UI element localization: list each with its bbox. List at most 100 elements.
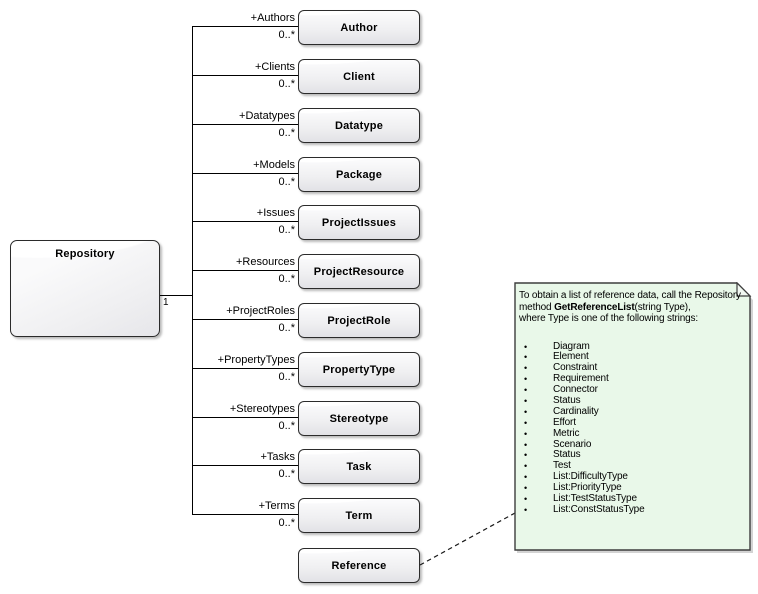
class-name: Repository	[55, 248, 115, 260]
note-box[interactable]: To obtain a list of reference data, call…	[514, 282, 754, 554]
multiplicity-label: 0..*	[278, 517, 295, 529]
class-name: PropertyType	[322, 363, 396, 376]
class-box-task[interactable]: Task	[298, 449, 420, 484]
relation-row-datatypes: +Datatypes 0..* Datatype	[192, 108, 424, 152]
bullet-dot: •	[524, 406, 528, 417]
class-box-reference[interactable]: Reference	[298, 548, 420, 583]
class-name: Author	[340, 21, 378, 34]
association-line	[192, 75, 299, 76]
class-box-author[interactable]: Author	[298, 10, 420, 45]
relation-row-resources: +Resources 0..* ProjectResource	[192, 254, 424, 298]
association-line	[192, 173, 299, 174]
note-link-dashed-line	[419, 512, 516, 566]
class-box-package[interactable]: Package	[298, 157, 420, 192]
class-name: Datatype	[334, 119, 384, 132]
class-name: Stereotype	[329, 412, 389, 425]
class-box-projectresource[interactable]: ProjectResource	[298, 254, 420, 289]
note-bullet-item: •List:DifficultyType	[519, 471, 747, 483]
relation-row-models: +Models 0..* Package	[192, 157, 424, 201]
class-name: Client	[343, 70, 375, 83]
note-bullet-item: •List:TestStatusType	[519, 493, 747, 505]
association-line	[192, 124, 299, 125]
relation-row-projectroles: +ProjectRoles 0..* ProjectRole	[192, 303, 424, 347]
class-name: ProjectResource	[313, 265, 405, 278]
note-bullet-item: •Element	[519, 351, 747, 363]
role-label: +ProjectRoles	[226, 305, 295, 317]
multiplicity-label: 0..*	[278, 420, 295, 432]
association-line	[192, 417, 299, 418]
note-text: To obtain a list of reference data, call…	[519, 290, 747, 516]
role-label: +PropertyTypes	[217, 354, 295, 366]
bullet-dot: •	[524, 385, 528, 396]
multiplicity-label: 0..*	[278, 127, 295, 139]
bullet-dot: •	[524, 395, 528, 406]
note-bullet-item: •Effort	[519, 417, 747, 429]
note-method-name: GetReferenceList	[554, 301, 635, 313]
multiplicity-label: 0..*	[278, 78, 295, 90]
bullet-dot: •	[524, 352, 528, 363]
bullet-dot: •	[524, 461, 528, 472]
note-bullet-item: •Cardinality	[519, 406, 747, 418]
relation-row-issues: +Issues 0..* ProjectIssues	[192, 205, 424, 249]
association-line	[192, 465, 299, 466]
bullet-dot: •	[524, 493, 528, 504]
bullet-dot: •	[524, 374, 528, 385]
class-box-propertytype[interactable]: PropertyType	[298, 352, 420, 387]
bullet-dot: •	[524, 341, 528, 352]
note-bullet-item: •Status	[519, 450, 747, 461]
multiplicity-label: 0..*	[278, 371, 295, 383]
role-label: +Resources	[235, 256, 295, 268]
multiplicity-label: 0..*	[278, 322, 295, 334]
note-bullet-item: •List:ConstStatusType	[519, 504, 747, 516]
bullet-dot: •	[524, 439, 528, 450]
role-label: +Issues	[256, 207, 295, 219]
note-bullet-list: •Diagram •Element •Constraint •Requireme…	[519, 341, 747, 516]
association-line	[192, 368, 299, 369]
role-label: +Authors	[250, 12, 295, 24]
note-bullet-item: •Test	[519, 460, 747, 472]
association-line	[192, 26, 299, 27]
role-label: +Datatypes	[239, 110, 295, 122]
bullet-dot: •	[524, 417, 528, 428]
note-bullet-item: •Constraint	[519, 362, 747, 374]
multiplicity-label-one: 1	[163, 297, 169, 308]
class-name: Package	[335, 168, 383, 181]
bullet-dot: •	[524, 428, 528, 439]
bullet-dot: •	[524, 483, 528, 494]
class-name: ProjectIssues	[321, 216, 397, 229]
role-label: +Terms	[258, 500, 295, 512]
note-bullet-item: •Scenario	[519, 439, 747, 451]
relation-row-terms: +Terms 0..* Term	[192, 498, 424, 542]
multiplicity-label: 0..*	[278, 224, 295, 236]
relation-row-stereotypes: +Stereotypes 0..* Stereotype	[192, 401, 424, 445]
note-paragraph: To obtain a list of reference data, call…	[519, 290, 741, 324]
bullet-dot: •	[524, 450, 528, 461]
class-box-term[interactable]: Term	[298, 498, 420, 533]
class-name: Reference	[331, 559, 387, 572]
class-box-stereotype[interactable]: Stereotype	[298, 401, 420, 436]
role-label: +Models	[253, 159, 295, 171]
class-box-repository[interactable]: Repository	[10, 240, 160, 337]
class-box-datatype[interactable]: Datatype	[298, 108, 420, 143]
multiplicity-label: 0..*	[278, 176, 295, 188]
bullet-dot: •	[524, 363, 528, 374]
class-box-projectissues[interactable]: ProjectIssues	[298, 205, 420, 240]
bullet-dot: •	[524, 472, 528, 483]
class-box-projectrole[interactable]: ProjectRole	[298, 303, 420, 338]
association-line	[192, 221, 299, 222]
note-bullet-item: •Status	[519, 395, 747, 407]
association-line	[192, 319, 299, 320]
role-label: +Clients	[254, 61, 295, 73]
class-name: Task	[346, 460, 372, 473]
relation-row-authors: +Authors 0..* Author	[192, 10, 424, 54]
association-line-repository	[160, 295, 192, 296]
association-line	[192, 270, 299, 271]
relation-row-clients: +Clients 0..* Client	[192, 59, 424, 103]
note-bullet-item: •Connector	[519, 384, 747, 396]
note-bullet-item: •Requirement	[519, 373, 747, 385]
class-box-client[interactable]: Client	[298, 59, 420, 94]
note-bullet-item: •Diagram	[519, 341, 747, 353]
role-label: +Stereotypes	[229, 403, 295, 415]
role-label: +Tasks	[260, 451, 295, 463]
